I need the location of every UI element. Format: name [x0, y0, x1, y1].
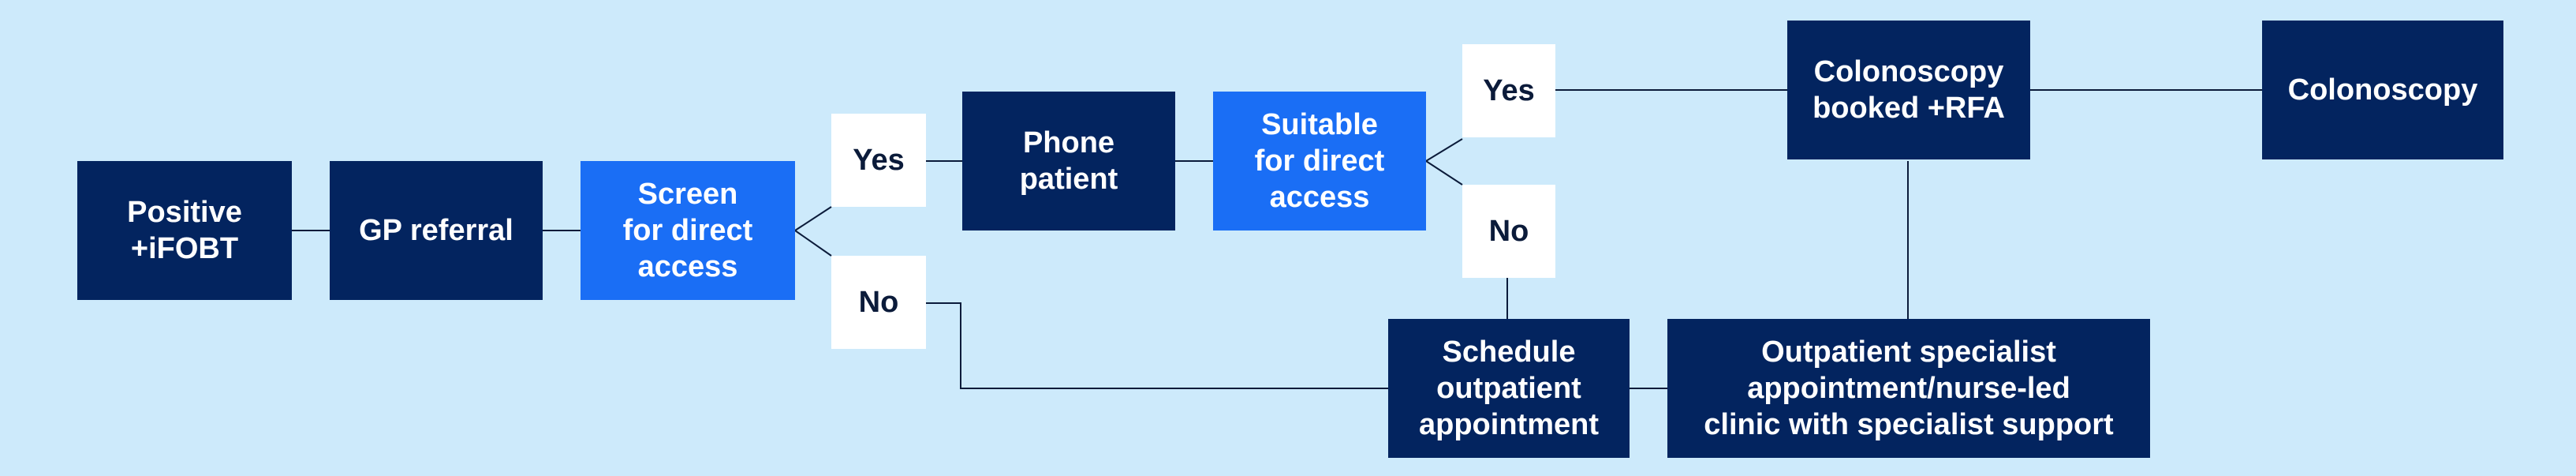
gp-referral-box: GP referral	[330, 161, 543, 300]
schedule-outpatient-box: Schedule outpatient appointment	[1388, 319, 1630, 458]
edge-screen-no-to-schedule	[926, 302, 1388, 389]
edge-screen-to-no	[794, 230, 832, 257]
screen-no-box: No	[831, 256, 926, 349]
edge-suitable-to-no	[1425, 160, 1463, 186]
suitable-yes-box: Yes	[1462, 44, 1555, 137]
positive-ifobt-box: Positive +iFOBT	[77, 161, 292, 300]
screen-direct-access-box: Screen for direct access	[581, 161, 795, 300]
colonoscopy-booked-box: Colonoscopy booked +RFA	[1787, 21, 2030, 159]
phone-patient-box: Phone patient	[962, 92, 1175, 231]
colonoscopy-box: Colonoscopy	[2262, 21, 2503, 159]
edge-suitable-to-yes	[1425, 138, 1463, 162]
outpatient-specialist-box: Outpatient specialist appointment/nurse-…	[1667, 319, 2150, 458]
edge-screen-to-yes	[794, 206, 832, 231]
suitable-direct-access-box: Suitable for direct access	[1213, 92, 1426, 231]
suitable-no-box: No	[1462, 185, 1555, 278]
screen-yes-box: Yes	[831, 114, 926, 207]
